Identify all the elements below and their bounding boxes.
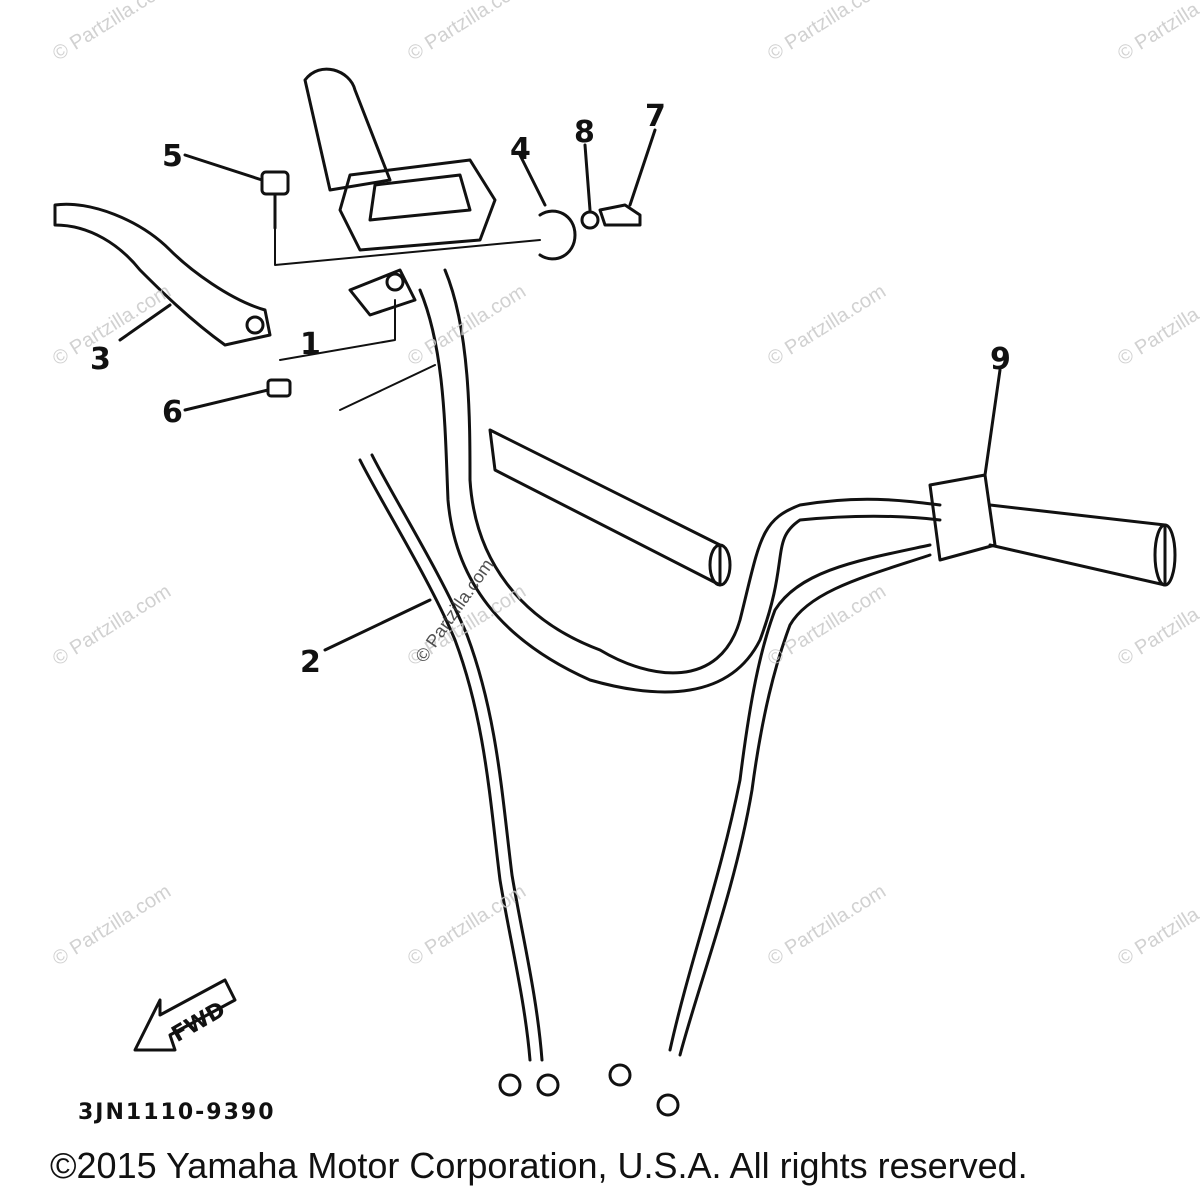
- callout-5: 5: [162, 139, 183, 174]
- callout-9: 9: [990, 342, 1011, 377]
- switch-wire: [668, 543, 932, 1052]
- master-cylinder: [338, 158, 497, 252]
- copyright-notice: ©2015 Yamaha Motor Corporation, U.S.A. A…: [50, 1145, 1028, 1186]
- callout-1: 1: [300, 327, 321, 362]
- crossbar-pad: [488, 428, 722, 587]
- right-grip: [988, 503, 1167, 587]
- bolt: [598, 203, 642, 227]
- diagram-code: 3JN1110-9390: [78, 1100, 276, 1125]
- washer: [580, 210, 600, 230]
- holder-clamp: [538, 209, 577, 261]
- callout-2: 2: [300, 645, 321, 680]
- brake-cable: [358, 458, 532, 1062]
- lever-bracket: [348, 268, 417, 317]
- pivot-bolt: [260, 170, 290, 196]
- callout-8: 8: [574, 115, 595, 150]
- callout-7: 7: [645, 99, 666, 134]
- brake-lever: [53, 202, 272, 347]
- callout-6: 6: [162, 395, 183, 430]
- left-grip: [303, 67, 392, 192]
- nut: [266, 378, 292, 398]
- kill-switch: [928, 473, 997, 562]
- handlebar-inner: [418, 288, 942, 694]
- handlebar: [443, 268, 942, 675]
- callout-3: 3: [90, 342, 111, 377]
- fwd-arrow: [133, 978, 237, 1052]
- callout-4: 4: [510, 132, 531, 167]
